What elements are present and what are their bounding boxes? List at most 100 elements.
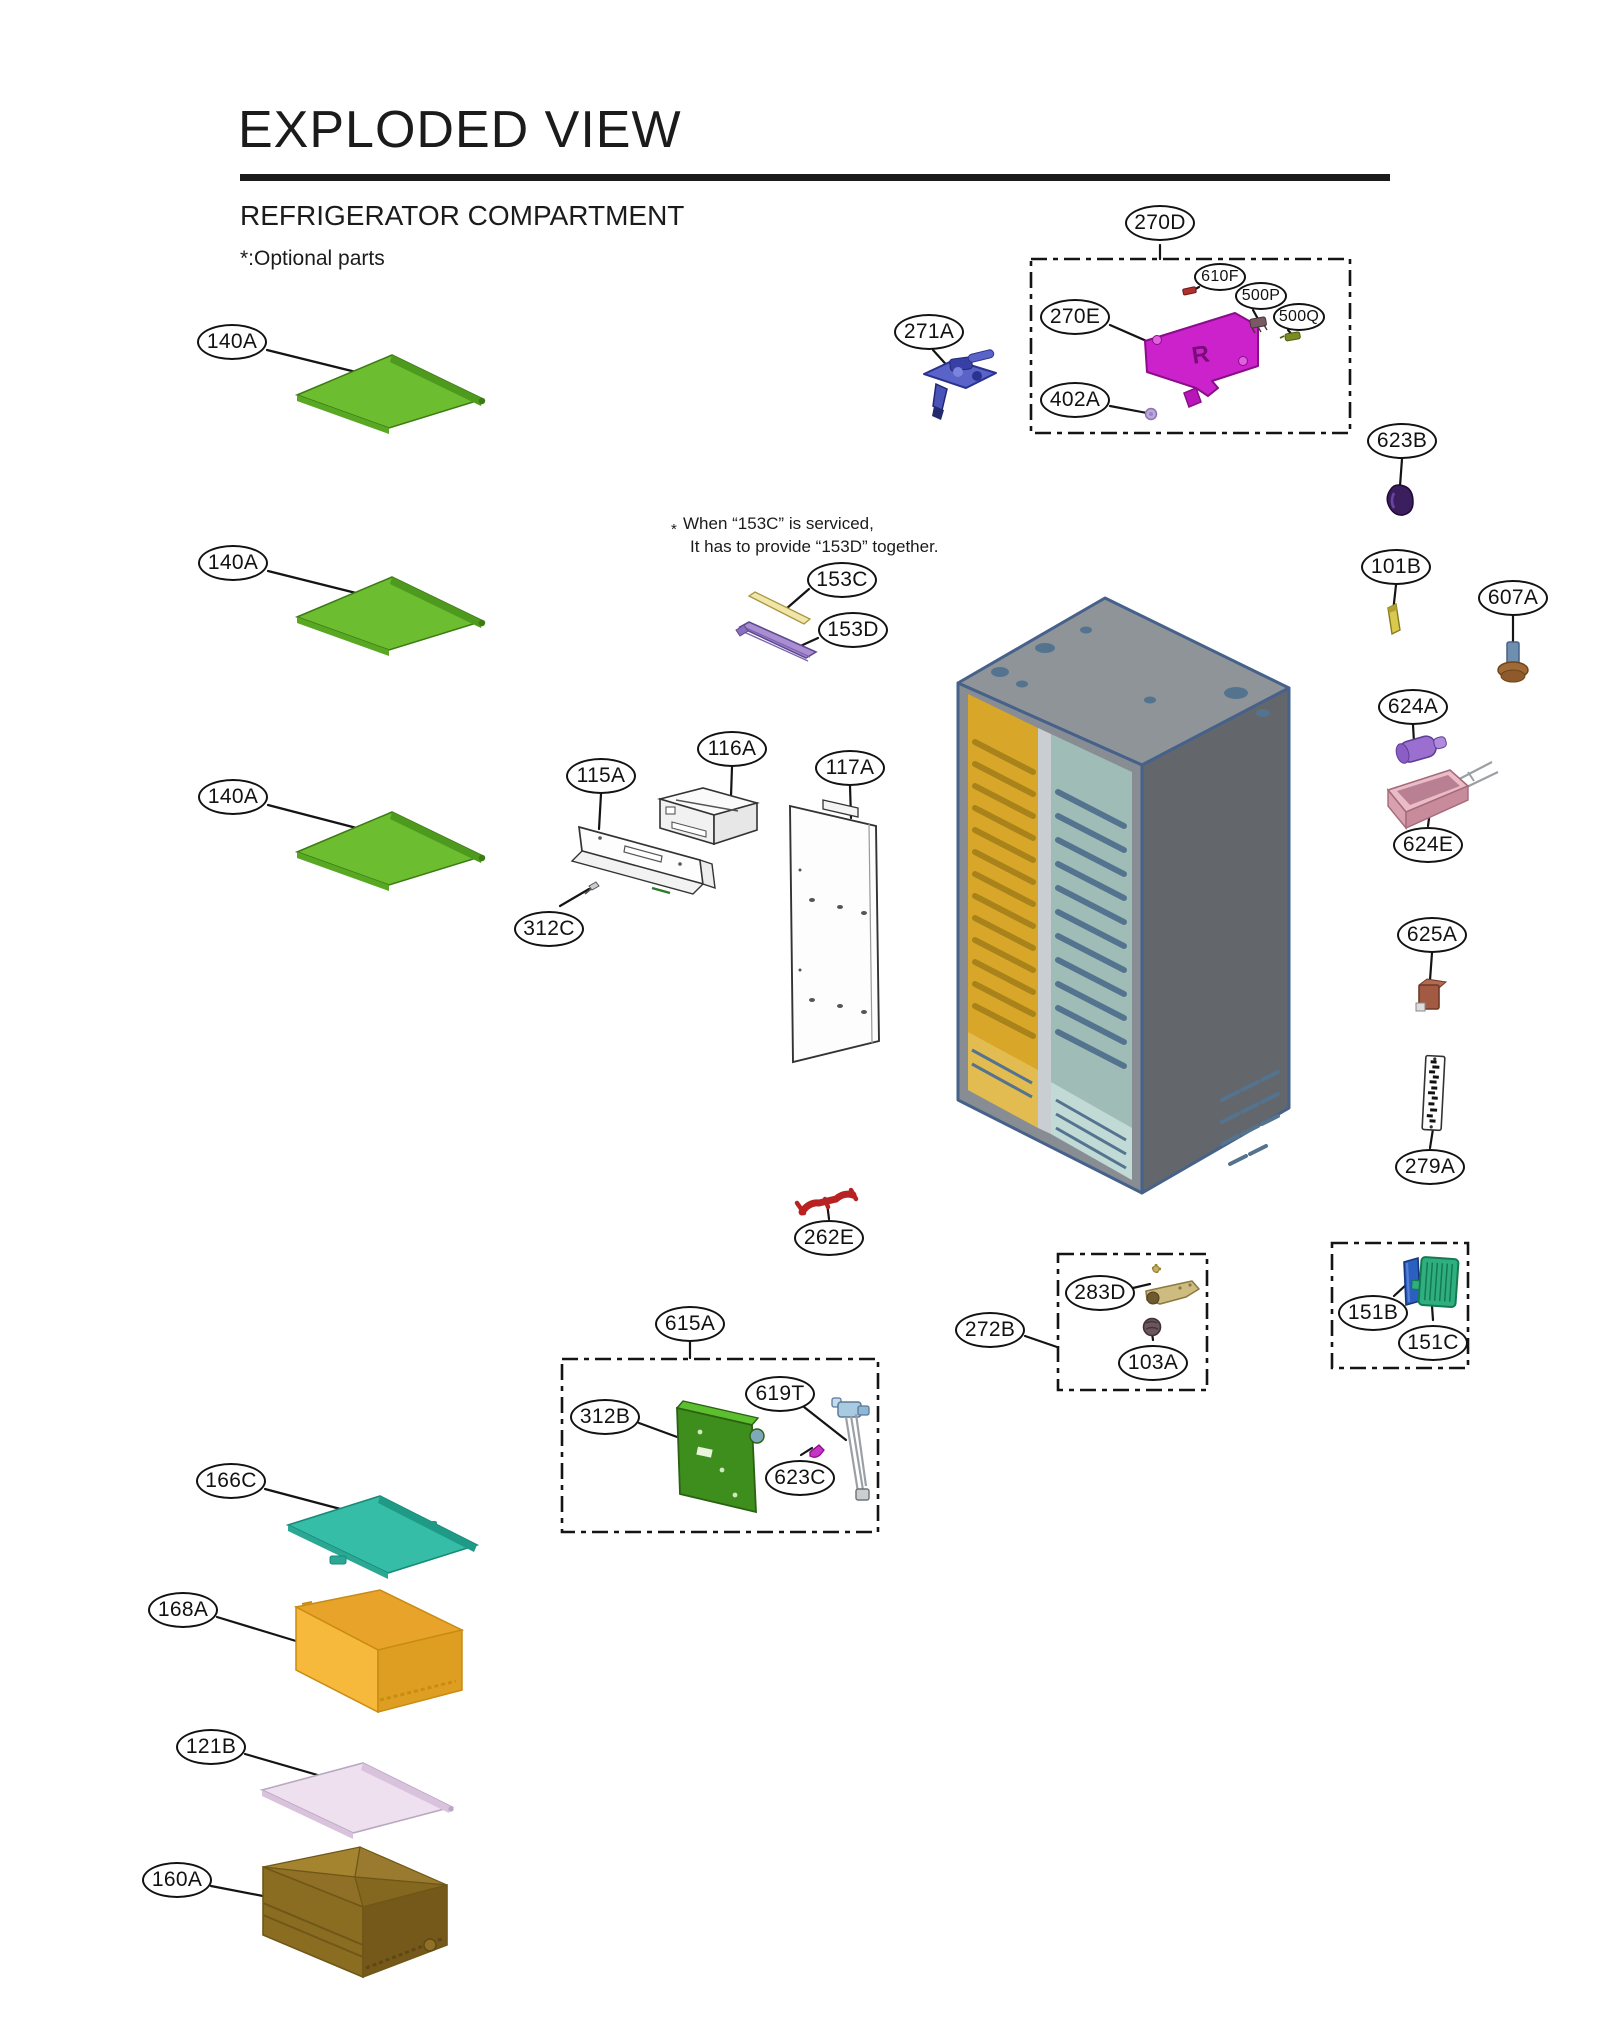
part-153C-graphic	[747, 591, 812, 625]
cabinet-top-fittings	[991, 626, 1270, 717]
part-label-271A: 271A	[894, 314, 964, 350]
leader-160A	[209, 1884, 270, 1899]
part-117A-graphic	[789, 799, 880, 1064]
service-note-line2: It has to provide “153D” together.	[690, 537, 939, 556]
part-label-151C: 151C	[1398, 1325, 1468, 1361]
group-box-615A	[560, 1357, 880, 1534]
part-label-272B: 272B	[955, 1312, 1025, 1348]
leader-272B	[1023, 1334, 1059, 1349]
part-151C-graphic	[1410, 1256, 1460, 1308]
part-label-283D: 283D	[1065, 1275, 1135, 1311]
group-box-272B	[1056, 1252, 1209, 1392]
part-label-625A: 625A	[1397, 917, 1467, 953]
leader-623B	[1398, 457, 1404, 488]
part-312B-graphic	[675, 1400, 765, 1514]
group-box-270D	[1029, 257, 1352, 435]
part-label-153C: 153C	[807, 562, 877, 598]
part-610F-graphic	[1182, 286, 1197, 296]
page-title: EXPLODED VIEW	[238, 101, 682, 159]
leader-312C	[558, 887, 591, 908]
part-label-270D: 270D	[1125, 205, 1195, 241]
part-label-500P: 500P	[1235, 282, 1287, 310]
part-label-615A: 615A	[655, 1306, 725, 1342]
part-153D-graphic	[735, 621, 818, 662]
part-140A-shelf-1	[296, 354, 486, 435]
part-121B-graphic	[259, 1762, 455, 1839]
leader-402A	[1108, 404, 1149, 415]
group-box-151	[1330, 1241, 1470, 1370]
part-label-140A-2: 140A	[198, 545, 268, 581]
part-140A-shelf-2	[296, 576, 486, 657]
part-label-624A: 624A	[1378, 689, 1448, 725]
part-623C-graphic	[809, 1444, 825, 1458]
leader-153C	[784, 587, 811, 611]
part-115A-graphic	[570, 825, 716, 895]
part-label-160A: 160A	[142, 1862, 212, 1898]
part-625A-graphic	[1415, 978, 1448, 1012]
part-270E-graphic: R	[1144, 312, 1259, 408]
leader-623C	[799, 1446, 814, 1457]
part-label-121B: 121B	[176, 1729, 246, 1765]
part-label-279A: 279A	[1395, 1149, 1465, 1185]
part-label-166C: 166C	[196, 1463, 266, 1499]
part-label-610F: 610F	[1194, 263, 1246, 291]
part-140A-shelf-3	[296, 811, 486, 892]
part-label-402A: 402A	[1040, 382, 1110, 418]
part-623B-graphic	[1386, 484, 1414, 516]
part-label-312C: 312C	[514, 911, 584, 947]
part-168A-graphic	[293, 1589, 465, 1714]
leader-619T	[802, 1405, 848, 1442]
part-label-312B: 312B	[570, 1399, 640, 1435]
cabinet-vents	[1220, 1070, 1280, 1166]
part-label-624E: 624E	[1393, 827, 1463, 863]
leader-151C	[1430, 1304, 1435, 1322]
leader-166C	[263, 1487, 350, 1513]
refrigerator-cabinet-graphic	[956, 596, 1291, 1195]
part-160A-graphic	[262, 1846, 448, 1979]
leader-121B	[243, 1752, 330, 1780]
part-label-500Q: 500Q	[1273, 303, 1325, 331]
part-624E-graphic	[1386, 761, 1499, 830]
leader-500P	[1251, 308, 1260, 321]
service-note-asterisk: *	[671, 521, 677, 538]
part-283D-graphic	[1145, 1263, 1200, 1305]
part-label-619T: 619T	[745, 1376, 815, 1412]
part-label-607A: 607A	[1478, 580, 1548, 616]
part-label-623C: 623C	[765, 1460, 835, 1496]
part-402A-graphic	[1144, 407, 1158, 421]
part-619T-graphic	[831, 1397, 870, 1501]
optional-parts-note: *:Optional parts	[240, 247, 385, 270]
leader-115A	[597, 792, 603, 831]
section-subtitle: REFRIGERATOR COMPARTMENT	[240, 200, 685, 231]
leader-168A	[215, 1615, 298, 1643]
part-103A-graphic	[1142, 1317, 1162, 1337]
part-label-270E: 270E	[1040, 299, 1110, 335]
part-label-115A: 115A	[566, 758, 636, 794]
part-label-262E: 262E	[794, 1220, 864, 1256]
leader-279A	[1428, 1127, 1435, 1150]
leader-116A	[729, 765, 734, 798]
part-279A-graphic	[1421, 1054, 1446, 1132]
leader-625A	[1428, 951, 1434, 982]
part-312C-graphic	[584, 881, 600, 895]
part-label-116A: 116A	[697, 731, 767, 767]
part-label-168A: 168A	[148, 1592, 218, 1628]
title-rule	[240, 174, 1390, 181]
part-101B-graphic	[1387, 602, 1401, 636]
part-label-140A-3: 140A	[198, 779, 268, 815]
part-label-101B: 101B	[1361, 549, 1431, 585]
part-label-140A-1: 140A	[197, 324, 267, 360]
part-label-623B: 623B	[1367, 423, 1437, 459]
part-624A-graphic	[1395, 735, 1447, 764]
part-500P-graphic	[1249, 316, 1268, 334]
part-271A-graphic	[923, 349, 997, 420]
part-label-103A: 103A	[1118, 1345, 1188, 1381]
leader-283D	[1131, 1282, 1152, 1290]
service-note-line1: When “153C” is serviced,	[683, 514, 874, 533]
part-607A-graphic	[1497, 641, 1529, 683]
part-label-117A: 117A	[815, 750, 885, 786]
part-label-151B: 151B	[1338, 1295, 1408, 1331]
r-mark: R	[1190, 340, 1211, 369]
